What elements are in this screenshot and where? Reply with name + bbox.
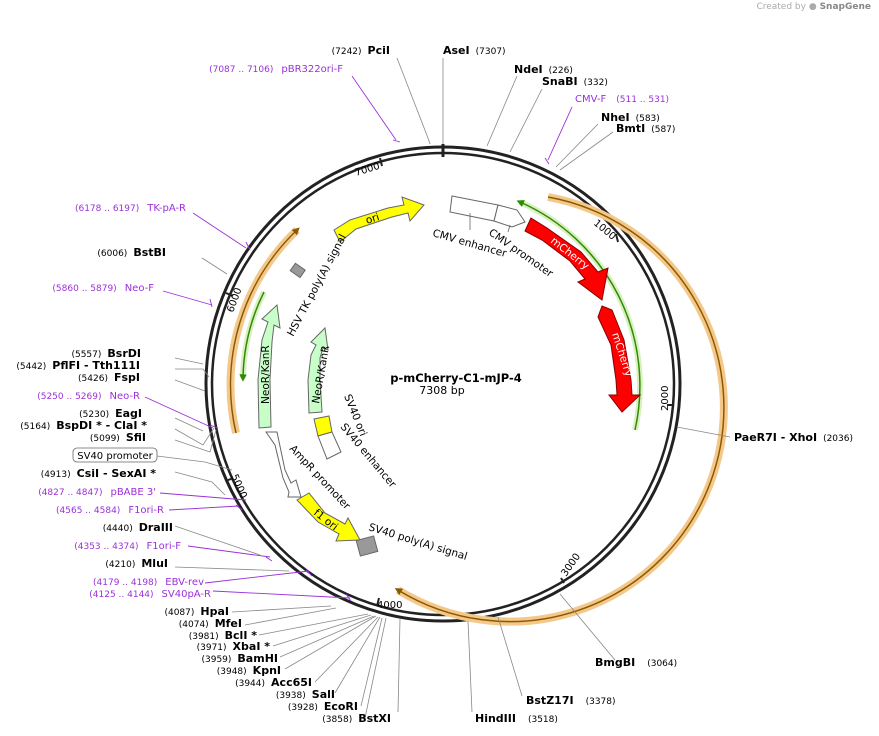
enzyme-bcli[interactable]: (3981)BclI * [189, 629, 258, 642]
tick-label-2000: 2000 [660, 386, 671, 411]
enzyme-nhei[interactable]: NheI(583) [601, 111, 660, 124]
enzyme-pflfi[interactable]: (5442)PflFI - Tth111I [16, 359, 140, 372]
sv40-enhancer-shape[interactable] [317, 431, 342, 460]
enzyme-paer7i[interactable]: PaeR7I - XhoI(2036) [734, 431, 853, 444]
orf-arrow-left [229, 227, 300, 434]
sv40-promoter-callout[interactable]: SV40 promoter [72, 447, 233, 471]
orf-track-right [395, 193, 728, 626]
neor-inner-arrow[interactable] [307, 326, 329, 414]
tick-label-5000: 5000 [228, 473, 248, 501]
mcherry-arrow-1[interactable] [524, 217, 609, 301]
primer-f1ori-f[interactable]: (4353 .. 4374)F1ori-F [74, 541, 181, 552]
enzyme-labels: (7242)PciI AseI(7307) NdeI(226) SnaBI(33… [16, 44, 853, 725]
plasmid-name: p-mCherry-C1-mJP-4 [390, 371, 522, 385]
primer-sv40pa-r[interactable]: (4125 .. 4144)SV40pA-R [89, 589, 211, 600]
neor-outer-arrow[interactable] [257, 303, 281, 429]
snapgene-logo-icon: ● [808, 2, 817, 12]
green-track-left-arrow [239, 291, 265, 382]
primer-neo-f[interactable]: (5860 .. 5879)Neo-F [52, 283, 154, 294]
branding-app: SnapGene [819, 2, 871, 12]
enzyme-asei[interactable]: AseI(7307) [443, 44, 506, 57]
enzyme-xbai[interactable]: (3971)XbaI * [197, 640, 271, 653]
orf-arrow-right [394, 196, 725, 623]
enzyme-mfei[interactable]: (4074)MfeI [179, 617, 242, 630]
enzyme-bmti[interactable]: BmtI(587) [616, 122, 675, 135]
enzyme-bsrdi[interactable]: (5557)BsrDI [71, 347, 141, 360]
enzyme-draiii[interactable]: (4440)DraIII [103, 521, 173, 534]
enzyme-sali[interactable]: (3938)SalI [276, 688, 335, 701]
snapgene-branding: Created by ● SnapGene [756, 2, 871, 12]
tick-label-4000: 4000 [377, 600, 402, 611]
enzyme-kpni[interactable]: (3948)KpnI [217, 664, 281, 677]
enzyme-ndei[interactable]: NdeI(226) [514, 63, 573, 76]
branding-created-by: Created by [756, 2, 806, 12]
sv40-polya-label: SV40 poly(A) signal [367, 521, 469, 562]
primer-cmv-f[interactable]: CMV-F(511 .. 531) [575, 94, 669, 105]
enzyme-hindiii[interactable]: HindIII(3518) [475, 712, 558, 725]
enzyme-bstbi[interactable]: (6006)BstBI [97, 246, 166, 259]
hsv-tk-label: HSV TK poly(A) signal [285, 232, 349, 338]
mcherry-arrow-2[interactable] [597, 305, 642, 413]
primer-neo-r[interactable]: (5250 .. 5269)Neo-R [37, 391, 140, 402]
hsv-tk-polya-shape[interactable] [289, 262, 306, 279]
enzyme-csii[interactable]: (4913)CsiI - SexAI * [41, 467, 157, 480]
enzyme-mlui[interactable]: (4210)MluI [105, 557, 168, 570]
mcherry-label-1: mCherry [548, 235, 591, 272]
primer-f1ori-r[interactable]: (4565 .. 4584)F1ori-R [56, 505, 164, 516]
enzyme-bstz17i[interactable]: BstZ17I(3378) [526, 694, 616, 707]
plasmid-size: 7308 bp [419, 384, 464, 397]
primer-leader-lines [144, 75, 573, 602]
enzyme-acc65i[interactable]: (3944)Acc65I [235, 676, 312, 689]
enzyme-bmgbi[interactable]: BmgBI(3064) [595, 656, 677, 669]
enzyme-fspi[interactable]: (5426)FspI [78, 371, 140, 384]
enzyme-bamhi[interactable]: (3959)BamHI [201, 652, 278, 665]
enzyme-bspdi[interactable]: (5164)BspDI * - ClaI * [20, 419, 147, 432]
neor-outer-label: NeoR/KanR [260, 345, 272, 404]
enzyme-sfii[interactable]: (5099)SfiI [90, 431, 146, 444]
cmv-promoter-shape[interactable] [493, 204, 526, 228]
primer-ebv-rev[interactable]: (4179 .. 4198)EBV-rev [93, 577, 204, 588]
ori-label: ori [364, 211, 381, 227]
primer-pbabe3[interactable]: (4827 .. 4847)pBABE 3' [38, 487, 156, 498]
enzyme-snabi[interactable]: SnaBI(332) [542, 75, 608, 88]
enzyme-leader-lines [174, 57, 731, 719]
sv40-polya-shape[interactable] [355, 535, 379, 557]
green-track-arrow [516, 200, 641, 431]
cmv-enhancer-shape[interactable] [449, 195, 499, 222]
enzyme-hpai[interactable]: (4087)HpaI [164, 605, 229, 618]
ampr-promoter-label: AmpR promoter [287, 443, 353, 513]
tick-label-3000: 3000 [559, 552, 583, 579]
primer-tk-pa-r[interactable]: (6178 .. 6197)TK-pA-R [75, 203, 186, 214]
ampr-promoter-arrow[interactable] [265, 431, 302, 498]
primer-labels: (7087 .. 7106)pBR322ori-F CMV-F(511 .. 5… [37, 64, 669, 600]
enzyme-pcii[interactable]: (7242)PciI [332, 44, 390, 57]
enzyme-ecori[interactable]: (3928)EcoRI [288, 700, 358, 713]
ori-arrow[interactable] [333, 196, 425, 243]
f1-ori-arrow[interactable] [296, 492, 361, 542]
enzyme-bstxi[interactable]: (3858)BstXI [322, 712, 391, 725]
sv40-promoter-label: SV40 promoter [77, 451, 153, 462]
enzyme-eagi[interactable]: (5230)EagI [79, 407, 142, 420]
primer-pbr322ori-f[interactable]: (7087 .. 7106)pBR322ori-F [209, 64, 343, 75]
